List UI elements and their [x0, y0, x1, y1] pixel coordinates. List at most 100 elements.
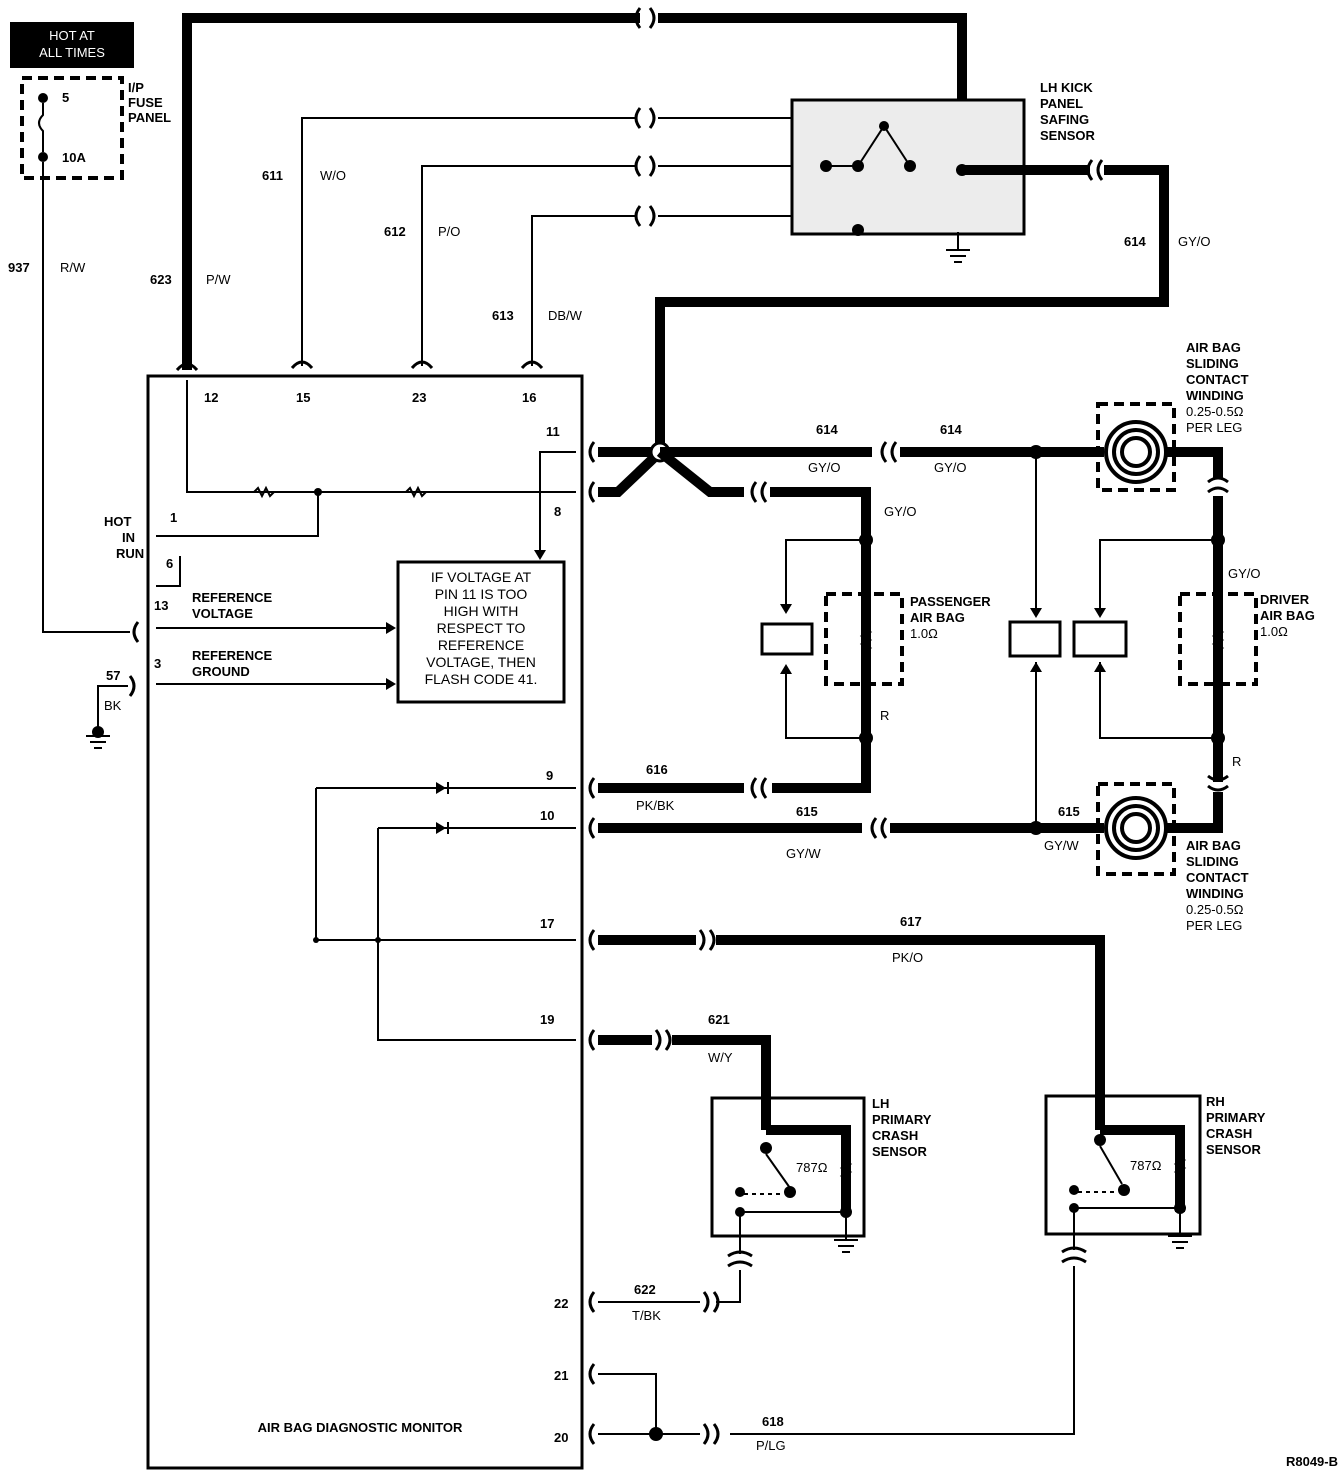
circuit-616-color: PK/BK	[636, 798, 675, 813]
wire-621b	[672, 1035, 771, 1130]
winding-top-label-3: CONTACT	[1186, 372, 1249, 387]
diagnostic-monitor-box	[146, 374, 584, 1470]
connector-613	[634, 205, 656, 227]
circuit-614-passenger-color: GY/O	[884, 504, 917, 519]
driver-sense-block-left	[1008, 620, 1062, 658]
winding-bottom-in	[1166, 792, 1223, 833]
pin-23-connector	[410, 360, 434, 370]
hot-label-line2: ALL TIMES	[39, 45, 105, 60]
passenger-label-3: 1.0Ω	[910, 626, 938, 641]
note-line-7: FLASH CODE 41.	[425, 671, 538, 687]
rh-label-2: PRIMARY	[1206, 1110, 1266, 1125]
driver-airbag-box	[1178, 592, 1258, 686]
circuit-621-color: W/Y	[708, 1050, 733, 1065]
circuit-614-label: 614	[1124, 234, 1146, 249]
note-line-4: RESPECT TO	[437, 620, 526, 636]
note-line-5: REFERENCE	[438, 637, 524, 653]
monitor-internal-bus	[156, 380, 576, 537]
fuse-element	[38, 103, 44, 152]
rh-resistor-label: 787Ω	[1130, 1158, 1162, 1173]
driver-label-1: DRIVER	[1260, 592, 1310, 607]
circuit-614b-label: 614	[940, 422, 962, 437]
monitor-reference-arrows	[386, 622, 396, 690]
circuit-612-label: 612	[384, 224, 406, 239]
lh-label-2: PRIMARY	[872, 1112, 932, 1127]
pin-23-label: 23	[412, 390, 426, 405]
safing-node-5	[852, 224, 864, 236]
pin-16-connector	[520, 360, 544, 370]
pin-3-connector	[128, 675, 136, 697]
connector-winding-bottom	[1207, 774, 1229, 792]
hot-in-run-1: HOT	[104, 514, 132, 529]
pin-22-connector	[588, 1291, 596, 1313]
circuit-615b-label: 615	[1058, 804, 1080, 819]
pin-19-label: 19	[540, 1012, 554, 1027]
passenger-label-2: AIR BAG	[910, 610, 965, 625]
fuse-number: 5	[62, 90, 69, 105]
connector-622-sensor	[727, 1250, 753, 1268]
winding-bottom-coil-mid	[1112, 804, 1160, 852]
lh-label-4: SENSOR	[872, 1144, 928, 1159]
pin-8-label: 8	[554, 504, 561, 519]
rh-node-1	[1094, 1134, 1106, 1146]
circuit-617-color: PK/O	[892, 950, 923, 965]
contact-winding-top-box	[1096, 402, 1176, 492]
fuse-rating: 10A	[62, 150, 86, 165]
connector-618-sensor	[1061, 1246, 1087, 1264]
monitor-title: AIR BAG DIAGNOSTIC MONITOR	[258, 1420, 463, 1435]
winding-bottom-coil-inner	[1120, 812, 1152, 844]
monitor-pin6-wire	[156, 556, 181, 587]
circuit-615a-label: 615	[796, 804, 818, 819]
pin-6-label: 6	[166, 556, 173, 571]
pin-3-label: 3	[154, 656, 161, 671]
safing-label-1: LH KICK	[1040, 80, 1093, 95]
circuit-622-label: 622	[634, 1282, 656, 1297]
ref-voltage-2: VOLTAGE	[192, 606, 253, 621]
connector-614-passenger	[750, 481, 768, 503]
circuit-617-label: 617	[900, 914, 922, 929]
driver-node-top	[1211, 533, 1225, 547]
pin-21-connector	[588, 1363, 596, 1385]
circuit-937-label: 937	[8, 260, 30, 275]
lh-crash-sensor-box	[710, 1096, 866, 1238]
sense-junction-1	[313, 937, 319, 943]
pin-22-label: 22	[554, 1296, 568, 1311]
pin-20-connector	[588, 1423, 596, 1445]
circuit-615a-color: GY/W	[786, 846, 821, 861]
pin-9-label: 9	[546, 768, 553, 783]
rh-sensor-internal	[1100, 1125, 1185, 1212]
ref-voltage-1: REFERENCE	[192, 590, 273, 605]
ground-57-wire	[86, 685, 128, 749]
driver-sense-block-right	[1072, 620, 1128, 658]
pin-10-label: 10	[540, 808, 554, 823]
wire-614-passenger	[656, 448, 744, 497]
wire-622-sensor	[716, 1270, 741, 1303]
fuse-panel-label-2: FUSE	[128, 95, 163, 110]
safing-label-2: PANEL	[1040, 96, 1083, 111]
lh-resistor-icon	[839, 1159, 853, 1181]
pin-11-connector	[588, 441, 596, 463]
lh-ground-icon	[740, 1211, 858, 1253]
circuit-616-label: 616	[646, 762, 668, 777]
lh-switch-arm	[765, 1153, 791, 1189]
safing-ground-icon	[946, 232, 970, 263]
wire-618-sensor	[730, 1266, 1075, 1435]
rh-label-4: SENSOR	[1206, 1142, 1262, 1157]
rh-node-3	[1069, 1185, 1079, 1195]
pin-19-connector	[588, 1029, 596, 1051]
passenger-squib-icon	[859, 627, 873, 653]
lh-resistor-label: 787Ω	[796, 1160, 828, 1175]
rh-ground-icon	[1074, 1207, 1192, 1249]
circuit-613-label: 613	[492, 308, 514, 323]
winding-bottom-label-4: WINDING	[1186, 886, 1244, 901]
wire-pin-21	[598, 1373, 657, 1434]
rh-label-3: CRASH	[1206, 1126, 1252, 1141]
monitor-resistor-1	[253, 485, 275, 499]
connector-617	[698, 929, 716, 951]
pin-21-label: 21	[554, 1368, 568, 1383]
safing-label-4: SENSOR	[1040, 128, 1096, 143]
driver-node-bottom	[1211, 731, 1225, 745]
sense-junction-2	[375, 937, 381, 943]
winding-top-coil-mid	[1112, 428, 1160, 476]
